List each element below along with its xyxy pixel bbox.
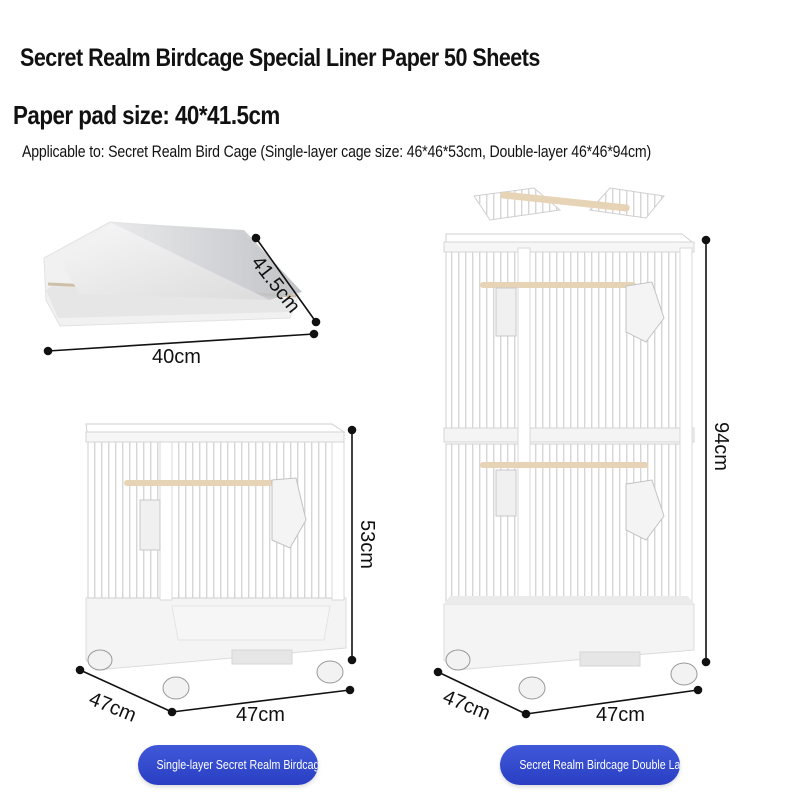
single-cage-height-label: 53cm	[356, 520, 378, 569]
single-layer-cage-button[interactable]: Single-layer Secret Realm Birdcage	[138, 745, 318, 785]
single-cage-width-label: 47cm	[236, 704, 285, 726]
double-cage-height-label: 94cm	[710, 422, 732, 471]
double-layer-cage-button[interactable]: Secret Realm Birdcage Double Layer	[500, 745, 680, 785]
paper-dimension-lines	[43, 233, 321, 356]
double-layer-cage-button-label: Secret Realm Birdcage Double Layer	[519, 757, 680, 772]
single-layer-cage-button-label: Single-layer Secret Realm Birdcage	[156, 757, 318, 772]
single-cage-dimension-lines	[75, 425, 357, 717]
product-title: Secret Realm Birdcage Special Liner Pape…	[20, 44, 540, 72]
paper-pad-size: Paper pad size: 40*41.5cm	[13, 100, 280, 130]
applicable-cages-note: Applicable to: Secret Realm Bird Cage (S…	[22, 142, 652, 161]
double-cage-width-label: 47cm	[596, 704, 645, 726]
paper-width-label: 40cm	[152, 346, 201, 368]
double-cage-dimension-lines	[433, 235, 711, 719]
single-layer-cage	[85, 423, 347, 700]
double-layer-cage	[443, 187, 698, 700]
